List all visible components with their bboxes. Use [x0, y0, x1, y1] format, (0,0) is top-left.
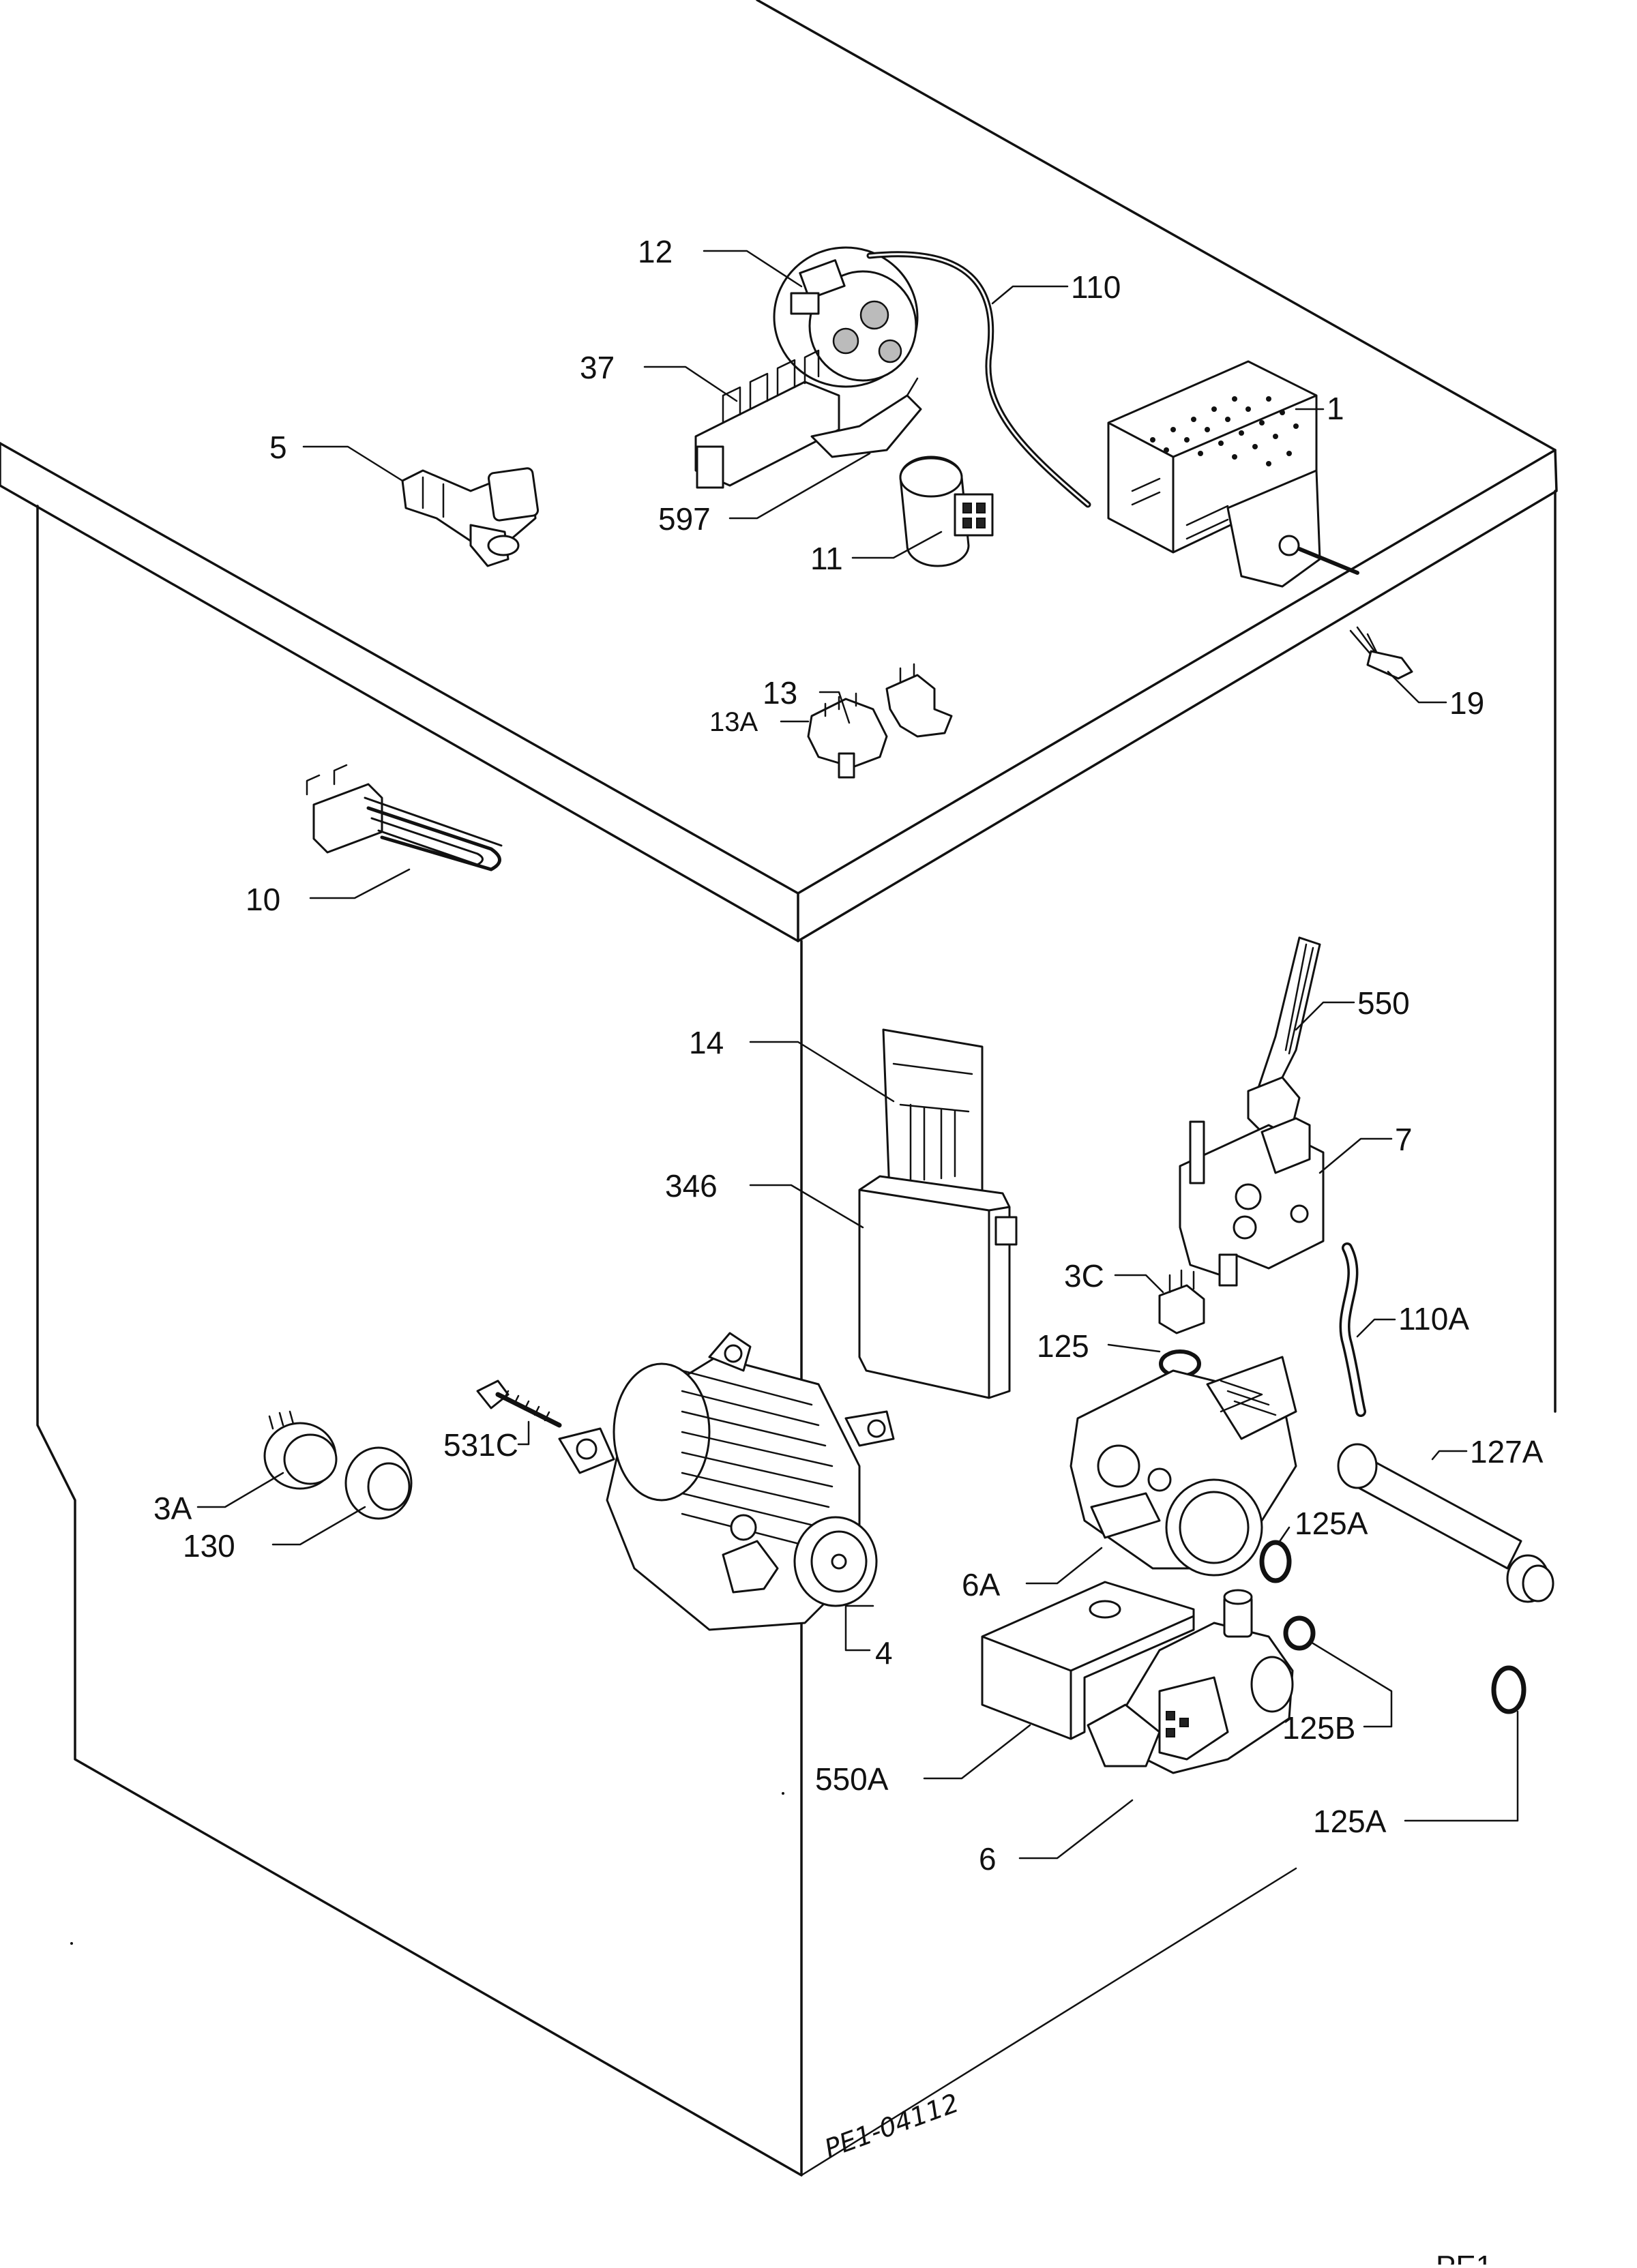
- label-130: 130: [183, 1528, 235, 1564]
- label-3c: 3C: [1064, 1258, 1104, 1294]
- pump-housing-6a-part: [1070, 1356, 1297, 1577]
- page-reference: PE1: [1436, 2250, 1492, 2265]
- clip-part: [810, 377, 922, 458]
- pressure-switch-part: [773, 246, 919, 388]
- label-13: 13: [763, 675, 797, 711]
- label-19: 19: [1449, 685, 1484, 721]
- label-7: 7: [1395, 1122, 1413, 1157]
- callout-labels: 12 110 37 1 5 597 11 19 13 13A 10 550 14…: [153, 234, 1544, 1877]
- screw-531c-part: [476, 1379, 562, 1428]
- label-110: 110: [1071, 269, 1121, 305]
- seal-125a-lower-part: [1491, 1665, 1527, 1714]
- connector-13-part: [885, 663, 953, 738]
- wiring-550-part: [1247, 936, 1321, 1137]
- seal-125b-part: [1283, 1615, 1316, 1651]
- label-3a: 3A: [153, 1491, 192, 1526]
- label-125b: 125B: [1282, 1710, 1355, 1746]
- dispenser-tray-346-part: [858, 1175, 1018, 1399]
- grommet-130-part: [344, 1446, 413, 1520]
- label-6a: 6A: [962, 1567, 1001, 1602]
- drain-pump-6-part: [1087, 1589, 1294, 1774]
- label-531c: 531C: [443, 1427, 518, 1463]
- seal-125a-upper-part: [1259, 1540, 1292, 1583]
- tube-127a-part: [1337, 1443, 1554, 1603]
- label-125a-lower: 125A: [1313, 1804, 1387, 1839]
- timer-module-part: [1107, 360, 1359, 588]
- label-346: 346: [665, 1168, 718, 1204]
- label-10: 10: [246, 882, 280, 917]
- leader-lines: [196, 250, 1519, 1860]
- capacitor-part: [899, 456, 994, 567]
- cabinet-outline: [0, 0, 1558, 2177]
- label-110a: 110A: [1398, 1301, 1469, 1337]
- label-550a: 550A: [815, 1761, 889, 1797]
- label-6: 6: [979, 1841, 997, 1877]
- label-1: 1: [1327, 391, 1344, 426]
- label-13a: 13A: [709, 707, 758, 737]
- label-597: 597: [658, 501, 711, 537]
- sensor-3a-part: [263, 1410, 338, 1490]
- drawing-code: PE1-04112: [821, 2088, 962, 2164]
- label-37: 37: [580, 350, 615, 385]
- label-127a: 127A: [1470, 1434, 1544, 1469]
- cover-550a-part: [981, 1581, 1195, 1740]
- heating-element-part: [306, 764, 503, 871]
- label-12: 12: [638, 234, 673, 269]
- sensor-3c-part: [1158, 1269, 1205, 1334]
- label-5: 5: [269, 430, 287, 465]
- terminal-block-part: [694, 349, 840, 489]
- label-550: 550: [1357, 985, 1410, 1021]
- label-125a-upper: 125A: [1295, 1506, 1368, 1541]
- label-11: 11: [810, 541, 843, 576]
- label-4: 4: [875, 1635, 893, 1671]
- label-125: 125: [1037, 1328, 1089, 1364]
- wire-lamp-part: [1349, 626, 1413, 680]
- motor-part: [558, 1332, 895, 1631]
- label-14: 14: [689, 1025, 724, 1060]
- connector-13a-part: [807, 692, 888, 779]
- hose-connector-part: [401, 467, 540, 567]
- valve-block-part: [1179, 1117, 1325, 1287]
